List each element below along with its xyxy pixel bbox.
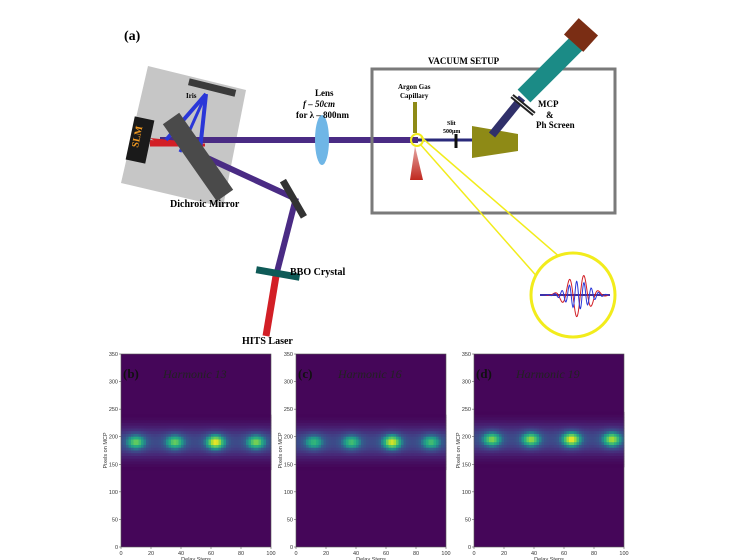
y-tick-label: 0 bbox=[290, 545, 293, 551]
x-tick-label: 80 bbox=[413, 551, 419, 557]
panel-letter: (d) bbox=[476, 366, 492, 381]
y-axis-label: Pixels on MCP bbox=[278, 432, 284, 468]
x-tick-label: 0 bbox=[472, 551, 475, 557]
bbo-crystal bbox=[255, 266, 301, 281]
y-tick-label: 200 bbox=[284, 435, 293, 441]
x-tick-label: 80 bbox=[591, 551, 597, 557]
panel-letter: (b) bbox=[123, 366, 139, 381]
y-tick-label: 300 bbox=[109, 380, 118, 386]
panel-title: Harmonic 19 bbox=[515, 367, 580, 381]
y-tick-label: 50 bbox=[287, 517, 293, 523]
slm bbox=[125, 116, 155, 164]
focus-marker bbox=[410, 133, 424, 147]
zoom-line-1 bbox=[420, 136, 570, 266]
iris-label: Iris bbox=[186, 92, 197, 100]
x-axis-label: Delay Steps bbox=[181, 557, 211, 560]
y-tick-label: 200 bbox=[109, 435, 118, 441]
panel-title: Harmonic 16 bbox=[337, 367, 402, 381]
vacuum-chamber bbox=[370, 67, 617, 215]
slm-label: SLM bbox=[130, 125, 145, 149]
lens-label-1: Lens bbox=[315, 88, 334, 98]
zoom-line-2 bbox=[419, 143, 541, 281]
y-tick-label: 150 bbox=[284, 462, 293, 468]
y-tick-label: 350 bbox=[109, 352, 118, 358]
y-tick-label: 100 bbox=[284, 490, 293, 496]
dichroic-mirror bbox=[162, 112, 234, 202]
blue-pulse bbox=[540, 280, 611, 310]
y-tick-label: 300 bbox=[462, 380, 471, 386]
argon-label-2: Capillary bbox=[400, 92, 429, 100]
y-tick-label: 150 bbox=[462, 462, 471, 468]
x-tick-label: 60 bbox=[561, 551, 567, 557]
y-tick-label: 0 bbox=[115, 545, 118, 551]
y-tick-label: 0 bbox=[468, 545, 471, 551]
y-tick-label: 300 bbox=[284, 380, 293, 386]
lens-label-3: for λ – 800nm bbox=[296, 110, 350, 120]
y-tick-label: 250 bbox=[462, 407, 471, 413]
x-tick-label: 0 bbox=[119, 551, 122, 557]
mcp-label-2: & bbox=[546, 110, 554, 120]
x-tick-label: 40 bbox=[531, 551, 537, 557]
y-axis-label: Pixels on MCP bbox=[456, 432, 462, 468]
y-tick-label: 250 bbox=[284, 407, 293, 413]
x-tick-label: 20 bbox=[148, 551, 154, 557]
x-tick-label: 40 bbox=[353, 551, 359, 557]
iris-mirror bbox=[187, 78, 237, 97]
camera bbox=[563, 18, 599, 52]
panel-title: Harmonic 13 bbox=[162, 367, 227, 381]
mcp-label-3: Ph Screen bbox=[536, 120, 575, 130]
slit-label-1: Slit bbox=[447, 121, 456, 127]
y-tick-label: 100 bbox=[462, 490, 471, 496]
bbo-label: BBO Crystal bbox=[290, 267, 346, 278]
lens-label-2: f – 50cm bbox=[303, 99, 335, 109]
x-tick-label: 60 bbox=[208, 551, 214, 557]
x-tick-label: 20 bbox=[501, 551, 507, 557]
y-tick-label: 50 bbox=[112, 517, 118, 523]
slit-label-2: 500μm bbox=[443, 129, 460, 135]
mcp-label-1: MCP bbox=[538, 99, 559, 109]
y-tick-label: 100 bbox=[109, 490, 118, 496]
bbo-beam bbox=[274, 197, 299, 273]
grating bbox=[472, 126, 518, 158]
y-tick-label: 150 bbox=[109, 462, 118, 468]
x-tick-label: 100 bbox=[619, 551, 628, 557]
turning-mirror bbox=[279, 178, 307, 219]
x-axis-label: Delay Steps bbox=[534, 557, 564, 560]
laser-label: HITS Laser bbox=[242, 336, 293, 347]
dichroic-label: Dichroic Mirror bbox=[170, 199, 240, 210]
y-axis-label: Pixels on MCP bbox=[103, 432, 109, 468]
y-tick-label: 250 bbox=[109, 407, 118, 413]
laser-beam bbox=[262, 275, 280, 337]
x-axis-label: Delay Steps bbox=[356, 557, 386, 560]
panel-letter: (c) bbox=[298, 366, 312, 381]
x-tick-label: 80 bbox=[238, 551, 244, 557]
x-tick-label: 100 bbox=[266, 551, 275, 557]
y-tick-label: 50 bbox=[465, 517, 471, 523]
x-tick-label: 0 bbox=[294, 551, 297, 557]
x-tick-label: 60 bbox=[383, 551, 389, 557]
mcp-beam bbox=[488, 95, 526, 138]
x-tick-label: 40 bbox=[178, 551, 184, 557]
panel-a-label: (a) bbox=[124, 29, 141, 44]
x-tick-label: 100 bbox=[441, 551, 450, 557]
iris-beam-2 bbox=[198, 93, 208, 151]
argon-label-1: Argon Gas bbox=[398, 83, 431, 91]
red-pulse bbox=[539, 275, 611, 318]
y-tick-label: 350 bbox=[284, 352, 293, 358]
x-tick-label: 20 bbox=[323, 551, 329, 557]
y-tick-label: 200 bbox=[462, 435, 471, 441]
vacuum-label: VACUUM SETUP bbox=[428, 56, 500, 66]
gas-jet bbox=[410, 146, 423, 180]
detector-tube bbox=[517, 37, 583, 103]
lens bbox=[315, 115, 329, 165]
y-tick-label: 350 bbox=[462, 352, 471, 358]
